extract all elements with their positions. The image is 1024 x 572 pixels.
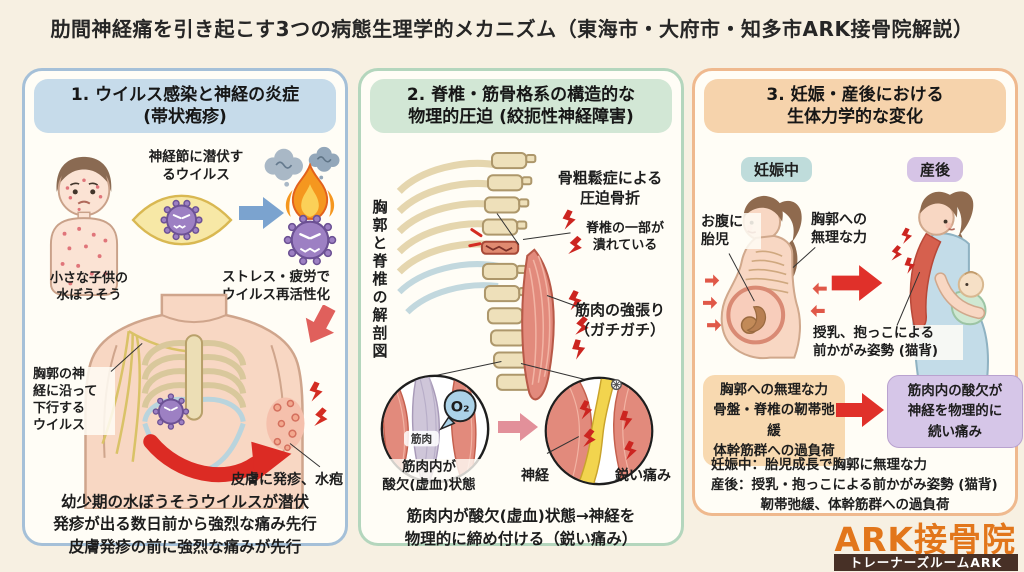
sharp-pain-caption: 鋭い痛み bbox=[615, 468, 671, 484]
clinic-logo-subtitle: トレーナーズルームARK bbox=[834, 554, 1018, 571]
panel3-summary-line1: 妊娠中：胎児成長で胸郭に無理な力 bbox=[711, 457, 927, 473]
pink-arrow-icon bbox=[498, 413, 538, 441]
panel3-summary-line3: 靭帯弛緩、体幹筋群への過負荷 bbox=[760, 497, 950, 513]
ischemia-pain-box: 筋肉内の酸欠が 神経を物理的に 続い痛み bbox=[887, 375, 1023, 448]
reactivation-label: ストレス・疲労で ウイルス再活性化 bbox=[222, 269, 330, 303]
fracture-label: 骨粗鬆症による 圧迫骨折 bbox=[539, 169, 681, 208]
mechanical-load-box: 胸郭への無理な力 骨盤・脊椎の靭帯弛緩 体幹筋群への過負荷 bbox=[703, 375, 845, 466]
o2-bubble-label: O₂ bbox=[451, 400, 470, 416]
panel2-summary: 筋肉内が酸欠(虚血)状態→神経を 物理的に締め付ける（鋭い痛み） bbox=[404, 507, 638, 549]
rash-label: 皮膚に発疹、水疱 bbox=[231, 472, 343, 488]
nursing-posture-label: 授乳、抱っこによる 前かがみ姿勢 (猫背) bbox=[813, 325, 963, 361]
red-arrow-icon bbox=[831, 265, 883, 301]
panel1-summary: 幼少期の水ぼうそうウイルスが潜伏 発疹が出る数日前から強烈な痛み先行 皮膚発疹の… bbox=[53, 493, 317, 556]
chest-force-label: 胸郭への 無理な力 bbox=[811, 211, 887, 248]
panel2-header: 2. 脊椎・筋骨格系の構造的な 物理的圧迫 (絞扼性神経障害) bbox=[370, 79, 672, 134]
red-arrow-icon bbox=[836, 393, 884, 427]
panel-pregnancy-changes: 3. 妊娠・産後における 生体力学的な変化 妊娠中 産後 bbox=[692, 68, 1023, 516]
fetus-label: お腹に 胎児 bbox=[701, 213, 761, 250]
ischemia-caption: 筋肉内が 酸欠(虚血)状態 bbox=[363, 459, 495, 495]
child-label: 小さな子供の 水ぼうそう bbox=[49, 271, 128, 303]
pregnant-badge: 妊娠中 bbox=[741, 157, 813, 182]
crushed-vertebra-label: 脊椎の一部が 潰れている bbox=[585, 221, 664, 253]
stress-clouds-icon bbox=[264, 146, 340, 187]
red-down-arrow-icon bbox=[305, 305, 336, 343]
nerve-compression-circle bbox=[544, 376, 654, 486]
panel1-header: 1. ウイルス感染と神経の炎症 (帯状疱疹) bbox=[34, 79, 336, 134]
stiffness-label: 筋肉の強張り （ガチガチ） bbox=[574, 301, 665, 339]
panel3-header: 3. 妊娠・産後における 生体力学的な変化 bbox=[704, 79, 1006, 134]
descending-virus-label: 胸郭の神 経に沿って 下行する ウイルス bbox=[33, 367, 115, 435]
page-title: 肋間神経痛を引き起こす3つの病態生理学的メカニズム（東海市・大府市・知多市ARK… bbox=[50, 17, 974, 41]
flame-virus-icon bbox=[283, 163, 337, 266]
nerve-ganglion-icon bbox=[131, 194, 233, 246]
postpartum-badge: 産後 bbox=[907, 157, 964, 182]
blue-arrow-icon bbox=[239, 197, 284, 229]
ganglion-label: 神経節に潜伏す るウイルス bbox=[148, 149, 244, 183]
child-illustration bbox=[49, 156, 119, 297]
clinic-logo: ARK接骨院 bbox=[834, 520, 1016, 559]
spine-ribcage-illustration bbox=[396, 152, 589, 401]
muscle-inline-label: 筋肉 bbox=[410, 433, 432, 446]
panel-structural-compression: 2. 脊椎・筋骨格系の構造的な 物理的圧迫 (絞扼性神経障害) 胸郭と脊椎の解剖… bbox=[358, 68, 684, 548]
panel3-summary-line2: 産後：授乳・抱っこによる前かがみ姿勢 (猫背) bbox=[711, 477, 998, 493]
pregnant-woman-illustration bbox=[703, 195, 827, 360]
panel-virus-infection: 1. ウイルス感染と神経の炎症 (帯状疱疹) 小さな子供の 水ぼうそう 神経節に… bbox=[22, 68, 348, 556]
torso-ribcage-illustration bbox=[84, 293, 328, 509]
anatomy-vertical-label: 胸郭と脊椎の解剖図 bbox=[370, 199, 389, 361]
nerve-caption: 神経 bbox=[521, 468, 549, 484]
